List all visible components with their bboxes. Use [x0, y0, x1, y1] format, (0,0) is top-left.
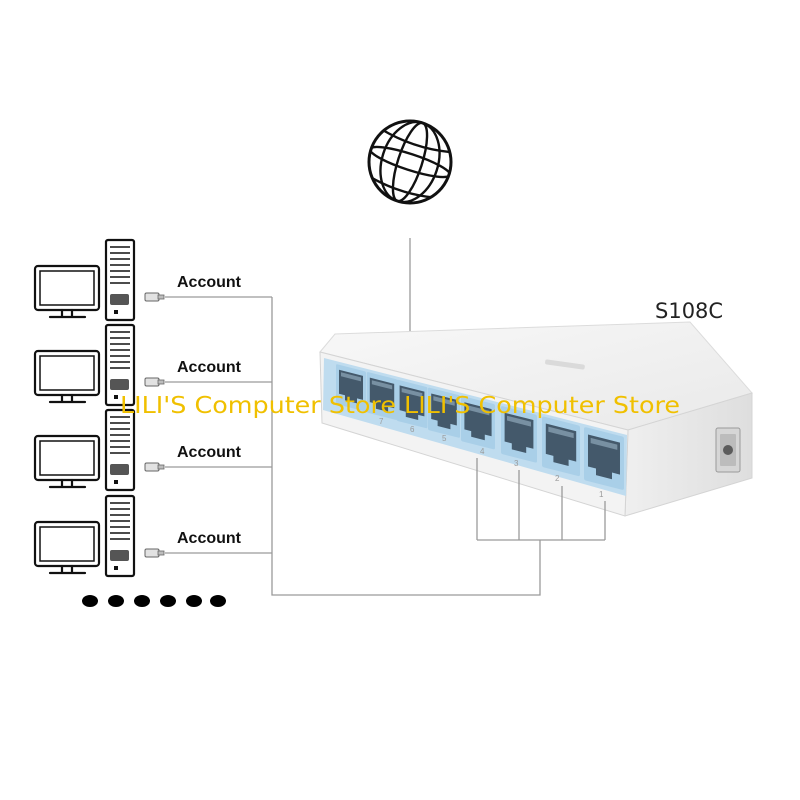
tower-drive-bays: [110, 416, 130, 454]
tower-power-button: [114, 566, 118, 570]
tower-drive-bays: [110, 502, 130, 540]
client-computer: Account: [33, 408, 242, 492]
client-label: Account: [177, 530, 242, 547]
ethernet-port: [542, 416, 581, 477]
client-computer: Account: [33, 323, 242, 407]
plug-tip: [157, 294, 165, 300]
client-computer: Account: [33, 494, 242, 578]
more-clients-ellipsis: [82, 595, 226, 607]
monitor-icon: [33, 434, 101, 489]
port-number: 3: [514, 459, 519, 468]
port-pins: [433, 396, 455, 406]
tower-slot: [110, 550, 129, 561]
ellipsis-dot: [134, 595, 150, 607]
tower-drive-bays: [110, 331, 130, 369]
ellipsis-dot: [210, 595, 226, 607]
tower-slot: [110, 464, 129, 475]
network-plug-icon: [144, 292, 165, 302]
port-pins: [548, 426, 574, 439]
ethernet-port: [461, 396, 495, 450]
network-plug-icon: [144, 462, 165, 472]
port-number: 7: [379, 417, 384, 426]
monitor-icon: [33, 520, 101, 575]
tower-power-button: [114, 395, 118, 399]
monitor-stand: [48, 393, 87, 404]
port-pins: [371, 380, 393, 390]
plug-body: [144, 548, 160, 558]
tower-icon: [104, 494, 136, 578]
port-pins: [341, 372, 361, 382]
tower-icon: [104, 323, 136, 407]
tower-case: [104, 238, 136, 322]
ellipsis-dot: [160, 595, 176, 607]
plug-tip: [157, 464, 165, 470]
client-label: Account: [177, 444, 242, 461]
client-label: Account: [177, 359, 242, 376]
ethernet-port: [366, 372, 398, 420]
store-watermark: LILI'S Computer Store LILI'S Computer St…: [120, 393, 680, 419]
client-label: Account: [177, 274, 242, 291]
ellipsis-dot: [108, 595, 124, 607]
tower-drive-bays: [110, 246, 130, 284]
port-pins: [507, 415, 532, 427]
tower-power-button: [114, 310, 118, 314]
port-number: 5: [442, 434, 447, 443]
ellipsis-dot: [186, 595, 202, 607]
ethernet-port: [336, 364, 366, 412]
port-pins: [401, 387, 423, 398]
tower-case: [104, 494, 136, 578]
power-jack-hole: [723, 445, 733, 455]
monitor-screen: [39, 440, 95, 476]
brand-logo: [545, 359, 585, 370]
monitor-screen: [39, 270, 95, 306]
monitor-stand: [48, 478, 87, 489]
plug-body: [144, 462, 160, 472]
monitor-bezel: [33, 434, 101, 482]
cabling: [165, 296, 606, 596]
client-computer: Account: [33, 238, 242, 322]
monitor-stand: [48, 564, 87, 575]
tower-slot: [110, 294, 129, 305]
device-model-label: S108C: [655, 299, 723, 323]
ethernet-port: [396, 379, 428, 429]
monitor-icon: [33, 349, 101, 404]
monitor-bezel: [33, 349, 101, 397]
monitor-screen: [39, 526, 95, 562]
port-number: 6: [410, 425, 415, 434]
port-pins: [590, 437, 618, 450]
ethernet-port: [584, 427, 624, 490]
tower-case: [104, 323, 136, 407]
plug-tip: [157, 379, 165, 385]
monitor-screen: [39, 355, 95, 391]
plug-body: [144, 377, 160, 387]
network-plug-icon: [144, 548, 165, 558]
plug-body: [144, 292, 160, 302]
tower-power-button: [114, 480, 118, 484]
tower-icon: [104, 238, 136, 322]
tower-case: [104, 408, 136, 492]
tower-icon: [104, 408, 136, 492]
globe-icon: [360, 119, 460, 205]
ethernet-port: [501, 406, 538, 463]
monitor-stand: [48, 308, 87, 319]
port-pins: [466, 405, 490, 416]
monitor-bezel: [33, 264, 101, 312]
port-number: 1: [599, 490, 604, 499]
monitor-bezel: [33, 520, 101, 568]
trunk-cable: [271, 297, 541, 596]
tower-slot: [110, 379, 129, 390]
ellipsis-dot: [82, 595, 98, 607]
port-number: 2: [555, 474, 560, 483]
network-switch: 7 6 5 4 3 2 1: [319, 321, 753, 517]
port-number: 4: [480, 447, 485, 456]
power-jack-icon: [715, 427, 741, 473]
network-plug-icon: [144, 377, 165, 387]
plug-tip: [157, 550, 165, 556]
ethernet-port: [428, 387, 461, 438]
monitor-icon: [33, 264, 101, 319]
